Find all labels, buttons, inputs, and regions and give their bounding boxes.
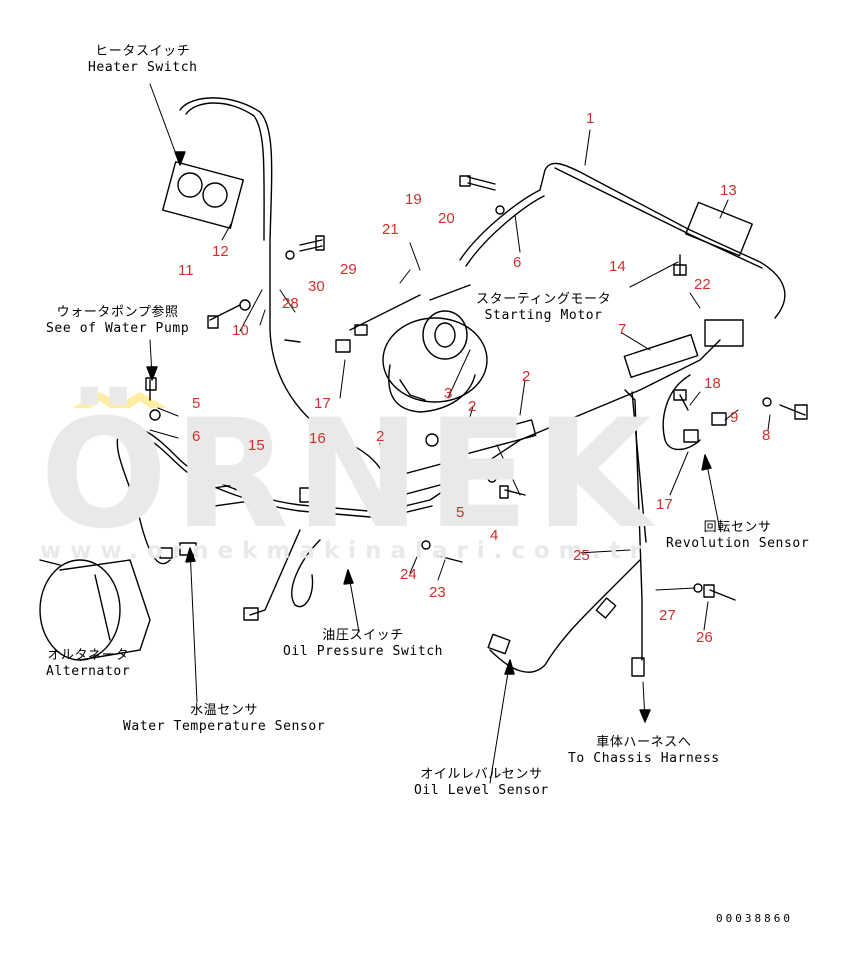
- label-oil-pressure-switch: 油圧スイッチ Oil Pressure Switch: [283, 628, 444, 659]
- callout-6b: 6: [192, 428, 201, 445]
- callout-6: 6: [513, 254, 522, 271]
- drawing-number: 00038860: [716, 912, 793, 925]
- callout-18: 18: [704, 375, 721, 392]
- heater-switch-body: [162, 161, 244, 229]
- callout-5a: 5: [192, 395, 201, 412]
- callout-15: 15: [248, 437, 265, 454]
- heater-harness: [179, 97, 391, 501]
- chassis-branch: [624, 389, 643, 661]
- alternator-body: [39, 559, 121, 661]
- callout-17a: 17: [314, 395, 331, 412]
- watermark-logo-mark: [72, 392, 168, 408]
- callout-5b: 5: [456, 504, 465, 521]
- callout-3: 3: [444, 385, 453, 402]
- callout-20: 20: [438, 210, 455, 227]
- callout-13: 13: [720, 182, 737, 199]
- main-harness: [459, 162, 786, 319]
- label-chassis-harness: 車体ハーネスへ To Chassis Harness: [568, 735, 720, 766]
- callout-23: 23: [429, 584, 446, 601]
- callout-19: 19: [405, 191, 422, 208]
- callout-1: 1: [586, 110, 595, 127]
- callout-2c: 2: [376, 428, 385, 445]
- callout-24: 24: [400, 566, 417, 583]
- callout-9: 9: [730, 409, 739, 426]
- callout-26: 26: [696, 629, 713, 646]
- callout-12: 12: [212, 243, 229, 260]
- callout-22: 22: [694, 276, 711, 293]
- oil-level-branch: [489, 559, 641, 673]
- callout-7: 7: [618, 321, 627, 338]
- label-oil-level-sensor: オイルレバルセンサ Oil Level Sensor: [414, 767, 549, 798]
- arrow-heads: [146, 151, 712, 723]
- label-alternator: オルタネータ Alternator: [46, 648, 131, 679]
- callout-29: 29: [340, 261, 357, 278]
- callout-8: 8: [762, 427, 771, 444]
- callout-21: 21: [382, 221, 399, 238]
- callout-2a: 2: [522, 368, 531, 385]
- callout-25: 25: [573, 547, 590, 564]
- callout-14: 14: [609, 258, 626, 275]
- left-harness: [119, 339, 721, 513]
- starting-motor-body: [382, 317, 488, 403]
- callout-28: 28: [282, 295, 299, 312]
- callout-30: 30: [308, 278, 325, 295]
- callout-27: 27: [659, 607, 676, 624]
- label-heater-switch: ヒータスイッチ Heater Switch: [88, 44, 198, 75]
- label-water-temp-sensor: 水温センサ Water Temperature Sensor: [123, 703, 326, 734]
- callout-11: 11: [178, 262, 194, 279]
- label-water-pump: ウォータポンプ参照 See of Water Pump: [46, 305, 190, 336]
- callout-10: 10: [232, 322, 249, 339]
- callout-2b: 2: [468, 398, 477, 415]
- label-revolution-sensor: 回転センサ Revolution Sensor: [666, 520, 810, 551]
- bolts: [145, 175, 808, 601]
- callout-17b: 17: [656, 496, 673, 513]
- callout-16: 16: [309, 430, 326, 447]
- leader-lines: [149, 83, 771, 784]
- label-starting-motor: スターティングモータ Starting Motor: [476, 292, 612, 323]
- callout-4: 4: [490, 527, 499, 544]
